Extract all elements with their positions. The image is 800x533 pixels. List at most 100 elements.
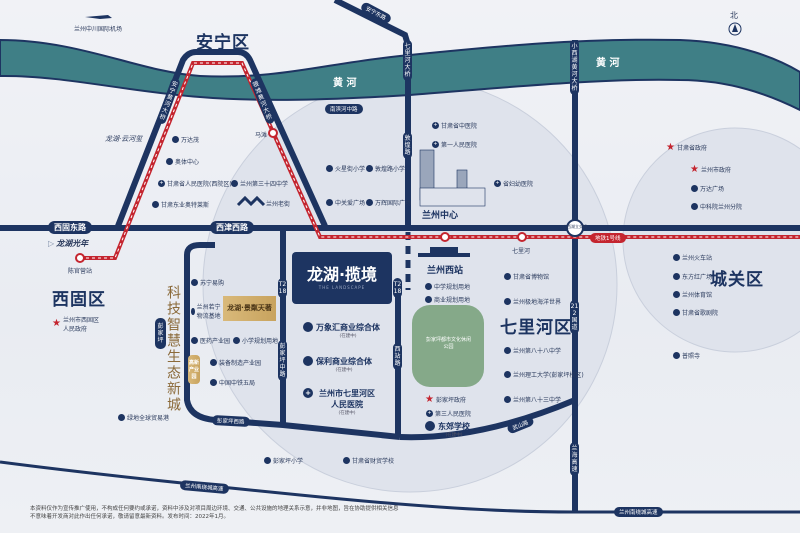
trade-port-icon xyxy=(118,414,125,421)
logistics-icon xyxy=(191,307,195,315)
major-poi: 万象汇商业综合体(在建中) xyxy=(303,322,380,339)
school-icon xyxy=(504,347,511,354)
poi: 医药产业园 xyxy=(191,336,230,345)
metro-station-matan xyxy=(268,128,278,138)
poi: 兰州若宁物流基地 xyxy=(191,302,221,320)
poi: 敦煌路小学 xyxy=(366,164,405,173)
interchange-label: 小西湖立交桥 xyxy=(563,224,587,229)
hospital-icon: + xyxy=(494,180,501,187)
school-icon xyxy=(504,371,511,378)
temple-icon xyxy=(673,352,680,359)
project-name: 龙湖·揽境 xyxy=(306,265,378,284)
north-arrow-icon xyxy=(728,22,742,36)
lanzhou-center-building-icon xyxy=(419,149,486,207)
plane-icon xyxy=(85,15,112,19)
hospital-icon: + xyxy=(158,180,165,187)
poi: ★甘肃省政府 xyxy=(666,141,707,153)
train-icon xyxy=(673,254,680,261)
stadium-icon xyxy=(166,158,173,165)
poi: 中学规划用地 xyxy=(425,282,470,291)
industry-icon xyxy=(210,359,217,366)
old-street-house-icon xyxy=(236,195,266,207)
old-street-label: 兰州老街 xyxy=(266,201,291,208)
industry-icon xyxy=(191,337,198,344)
mall-icon xyxy=(303,322,313,332)
poi: 兰州极地海洋世界 xyxy=(504,297,561,306)
river-label: 黄 河 xyxy=(333,78,357,89)
district-chengguan: 城关区 xyxy=(710,270,764,290)
road-pengjiaping-mid: 彭家坪中路 xyxy=(278,340,287,381)
disclaimer: 本资料仅作为宣传推广使用，不构成任何要约或承诺，资料中涉及对项目周边环境、交通、… xyxy=(30,506,399,520)
poi: 甘肃省歌剧院 xyxy=(673,308,718,317)
poi: 小学规划用地 xyxy=(233,336,278,345)
road-lanhai: 兰海高速 xyxy=(570,442,579,476)
government-star-icon: ★ xyxy=(690,163,699,175)
river-label: 黄 河 xyxy=(596,58,620,69)
poi: ★兰州市政府 xyxy=(690,163,731,175)
lanzhou-west-label: 兰州西站 xyxy=(427,266,464,276)
poi: ★兰州市西固区人民政府 xyxy=(52,317,99,333)
poi: 兰州理工大学(彭家坪校区) xyxy=(504,370,584,379)
poi: +第三人民医院 xyxy=(426,410,472,418)
poi: 甘肃东业奥特莱斯 xyxy=(152,200,209,209)
school-icon xyxy=(366,165,373,172)
district-anning: 安宁区 xyxy=(196,33,250,53)
road-ring: 兰州南绕城高速 xyxy=(614,507,663,517)
poi: 万达广场 xyxy=(691,184,724,193)
major-poi: +兰州市七里河区人民医院(在建中) xyxy=(303,388,378,416)
poi: 苏宁易购 xyxy=(191,278,224,287)
school-icon xyxy=(343,457,350,464)
hospital-icon: + xyxy=(303,388,313,398)
interchange-icon xyxy=(566,219,584,237)
poi: 兰州火车站 xyxy=(673,253,712,262)
north-label: 北 xyxy=(730,11,738,20)
project-english-name: THE LANDSCAPE xyxy=(318,285,366,290)
poi: +甘肃省中医院 xyxy=(432,122,478,130)
road-pengjiaping: 彭家坪 xyxy=(155,318,166,349)
project-logo: 龙湖·揽境 THE LANDSCAPE xyxy=(292,252,392,304)
district-xigu: 西固区 xyxy=(52,290,106,310)
hospital-icon: + xyxy=(432,141,439,148)
poi: 彭家坪小学 xyxy=(264,456,303,465)
poi: ★彭家坪政府 xyxy=(425,393,466,405)
school-icon xyxy=(425,283,432,290)
poi: 商业规划用地 xyxy=(425,295,470,304)
square-icon xyxy=(673,273,680,280)
stadium-icon xyxy=(673,291,680,298)
poi: 兰州第八十三中学 xyxy=(504,395,561,404)
poi: +省妇幼医院 xyxy=(494,180,534,188)
poi: 中国中铁五局 xyxy=(210,378,255,387)
poi: 甘肃省博物馆 xyxy=(504,272,549,281)
poi: 万辉国际广场 xyxy=(366,198,411,207)
metro-station-qilihe xyxy=(517,232,527,242)
bridge-xiaoxihu: 小西湖黄河大桥 xyxy=(570,40,579,95)
major-poi: 东郊学校(在建中) xyxy=(425,421,470,438)
government-star-icon: ★ xyxy=(425,393,434,405)
hospital-icon: + xyxy=(432,122,439,129)
yunhexi-label: 龙湖·云河玺 xyxy=(105,135,143,143)
poi: 奥体中心 xyxy=(166,157,199,166)
poi: 绿地全球贸易港 xyxy=(118,413,169,422)
poi: 兰州体育馆 xyxy=(673,290,712,299)
poi: 兰州第三十四中学 xyxy=(231,179,288,188)
institute-icon xyxy=(691,203,698,210)
park-label: 彭家坪都市文化休闲公园 xyxy=(426,337,472,350)
mall-icon xyxy=(191,279,198,286)
mall-icon xyxy=(691,185,698,192)
school-icon xyxy=(264,457,271,464)
aquarium-icon xyxy=(504,298,511,305)
mall-icon xyxy=(326,199,333,206)
road-t218: T218 xyxy=(393,278,402,298)
poi: 万达茂 xyxy=(172,135,199,144)
airport-label: 兰州中川国际机场 xyxy=(74,26,123,33)
poi: 兰州第八十八中学 xyxy=(504,346,561,355)
district-qilihe: 七里河区 xyxy=(500,318,572,338)
road-g212: 212国道 xyxy=(570,300,579,334)
metro-line-label: 地铁1号线 xyxy=(590,233,626,243)
poi: 中关爱广场 xyxy=(326,198,365,207)
roads xyxy=(0,0,800,514)
highlight-circle-east xyxy=(622,127,800,353)
major-poi: 保利商业综合体(在建中) xyxy=(303,356,372,373)
yellow-river xyxy=(0,38,800,112)
